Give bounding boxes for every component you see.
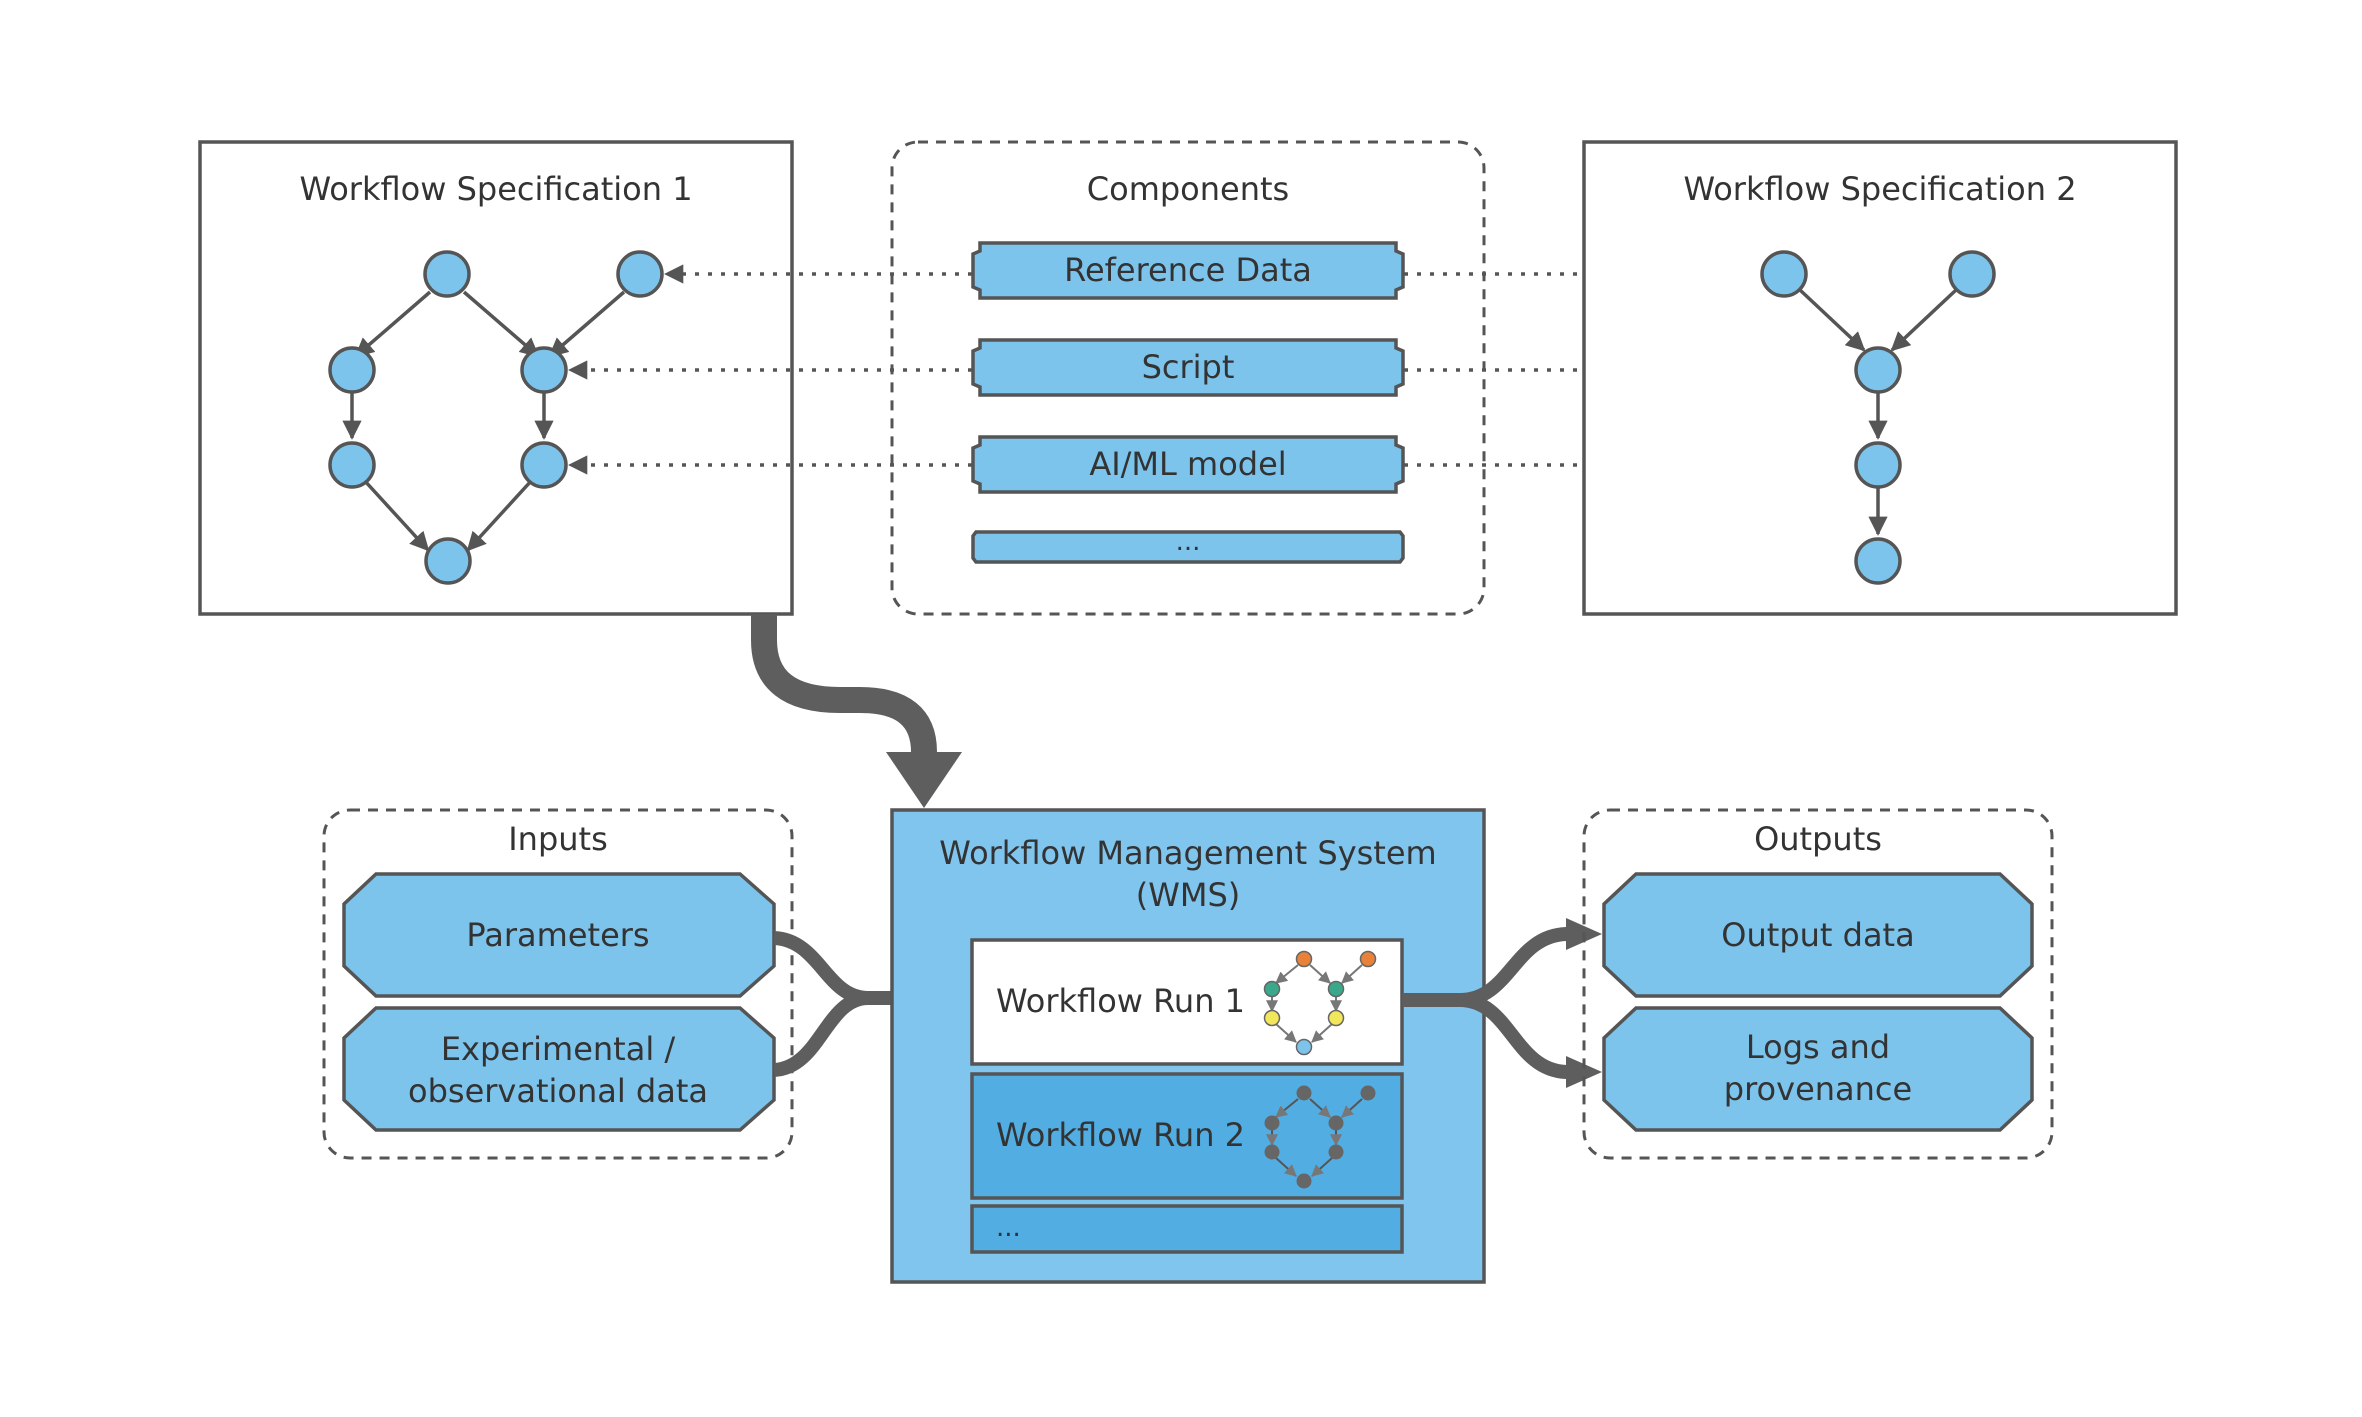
input-experimental-data-label-2: observational data — [408, 1072, 708, 1110]
workflow-run-more[interactable] — [970, 1204, 1404, 1254]
component-script-label: Script — [1142, 348, 1235, 386]
component-reference-data-label: Reference Data — [1064, 251, 1312, 289]
spec2-node — [1854, 441, 1902, 489]
spec1-graph-edges — [342, 290, 626, 552]
spec1-node — [616, 250, 664, 298]
wms-title-line2: (WMS) — [1136, 876, 1241, 914]
input-parameters-label: Parameters — [466, 916, 649, 954]
spec2-node — [1948, 250, 1996, 298]
workflow-run-2-label: Workflow Run 2 — [996, 1116, 1245, 1154]
spec2-title: Workflow Specification 2 — [1683, 170, 2076, 208]
outputs-frame — [1582, 808, 2054, 1160]
output-data-label: Output data — [1721, 916, 1914, 954]
run1-node-green — [1327, 980, 1345, 998]
output-data[interactable] — [1602, 872, 2034, 998]
spec2-node — [1854, 346, 1902, 394]
run1-node-orange — [1295, 950, 1313, 968]
components-group: Components Reference Data Script AI/ML m… — [890, 140, 1486, 616]
spec-to-wms-arrow — [751, 614, 962, 808]
spec1-edge — [362, 478, 430, 552]
run1-node-green — [1263, 980, 1281, 998]
spec1-node — [424, 537, 472, 585]
run2-node — [1360, 1085, 1376, 1101]
output-arrow-head-lower — [1566, 1056, 1602, 1088]
spec2-graph-nodes — [1760, 250, 1996, 585]
wms-title-line1: Workflow Management System — [939, 834, 1436, 872]
spec1-node — [423, 250, 471, 298]
component-more[interactable] — [971, 530, 1405, 564]
outputs-title: Outputs — [1754, 820, 1882, 858]
spec1-node — [520, 346, 568, 394]
spec1-node — [328, 346, 376, 394]
spec2-node — [1760, 250, 1808, 298]
run2-node — [1264, 1144, 1280, 1160]
spec-to-wms-arrow-head — [886, 752, 962, 808]
component-aiml-model-label: AI/ML model — [1089, 445, 1286, 483]
spec1-graph-nodes — [328, 250, 664, 585]
component-script[interactable] — [971, 338, 1405, 397]
run2-node — [1328, 1115, 1344, 1131]
workflow-spec-2: Workflow Specification 2 — [1582, 140, 2178, 616]
run1-node-yellow — [1263, 1009, 1281, 1027]
input-parameters[interactable] — [342, 872, 776, 998]
spec1-frame — [198, 140, 794, 616]
inputs-group: Inputs Parameters Experimental / observa… — [322, 808, 794, 1160]
output-logs-provenance[interactable] — [1602, 1006, 2034, 1132]
workflow-run-1-label: Workflow Run 1 — [996, 982, 1245, 1020]
spec1-edge — [462, 290, 540, 358]
spec1-edge — [548, 290, 626, 358]
spec2-graph-edges — [1798, 288, 1958, 536]
spec1-node — [328, 441, 376, 489]
spec1-node — [520, 441, 568, 489]
workflow-spec-1: Workflow Specification 1 — [198, 140, 794, 616]
run2-node — [1296, 1173, 1312, 1189]
inputs-title: Inputs — [508, 820, 608, 858]
input-experimental-data-label-1: Experimental / — [441, 1030, 676, 1068]
wms-group: Workflow Management System (WMS) Workflo… — [890, 808, 1486, 1284]
workflow-run-1-mini-graph — [1263, 950, 1377, 1056]
run1-node-blue — [1295, 1038, 1313, 1056]
run1-node-yellow — [1327, 1009, 1345, 1027]
workflow-run-2-mini-graph — [1264, 1085, 1376, 1189]
component-more-label: ... — [1176, 527, 1201, 557]
components-frame — [890, 140, 1486, 616]
workflow-run-more-label: ... — [996, 1213, 1021, 1243]
input-experimental-data[interactable] — [342, 1006, 776, 1132]
run2-node — [1328, 1144, 1344, 1160]
spec2-node — [1854, 537, 1902, 585]
components-title: Components — [1087, 170, 1289, 208]
inputs-frame — [322, 808, 794, 1160]
spec2-edge — [1798, 288, 1866, 352]
spec1-edge — [354, 290, 432, 358]
outputs-group: Outputs Output data Logs and provenance — [1582, 808, 2054, 1160]
output-logs-label-2: provenance — [1724, 1070, 1912, 1108]
input-arrow-lower — [773, 991, 918, 1077]
output-arrow-lower — [1402, 993, 1572, 1079]
spec2-edge — [1890, 288, 1958, 352]
run2-node — [1296, 1085, 1312, 1101]
run1-node-orange — [1359, 950, 1377, 968]
component-aiml-model[interactable] — [971, 435, 1405, 494]
spec-to-wms-arrow-shaft — [751, 614, 937, 753]
component-reference-data[interactable] — [971, 241, 1405, 300]
output-logs-label-1: Logs and — [1746, 1028, 1890, 1066]
spec1-edge — [466, 478, 534, 552]
run2-node — [1264, 1115, 1280, 1131]
spec1-title: Workflow Specification 1 — [299, 170, 692, 208]
